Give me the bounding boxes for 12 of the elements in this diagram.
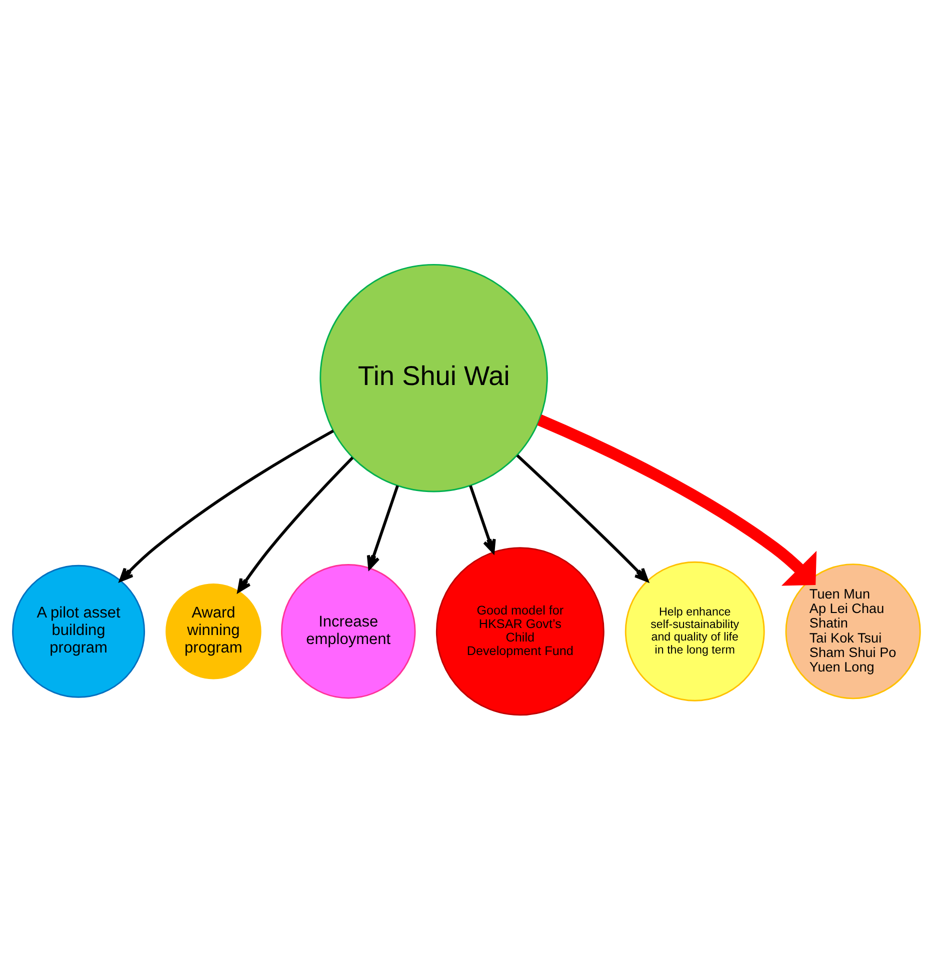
- node-circle: Increase employment: [280, 564, 416, 698]
- node-circle: Help enhance self-sustainability and quality of life in the long term: [624, 560, 765, 701]
- arrow: [537, 414, 817, 586]
- node-circle: Tin Shui Wai: [320, 263, 548, 492]
- arrow: [516, 454, 649, 582]
- arrow: [469, 484, 496, 553]
- arrow: [119, 429, 334, 582]
- node-circle: Award winning program: [166, 583, 262, 679]
- node-circle: Tuen Mun Ap Lei Chau Shatin Tai Kok Tsui Sham Shui Po Yuen Long: [785, 563, 921, 699]
- node-circle: Good model for HKSAR Govt’s Child Development Fund: [436, 546, 604, 716]
- arrow: [366, 484, 399, 570]
- arrow: [237, 456, 354, 592]
